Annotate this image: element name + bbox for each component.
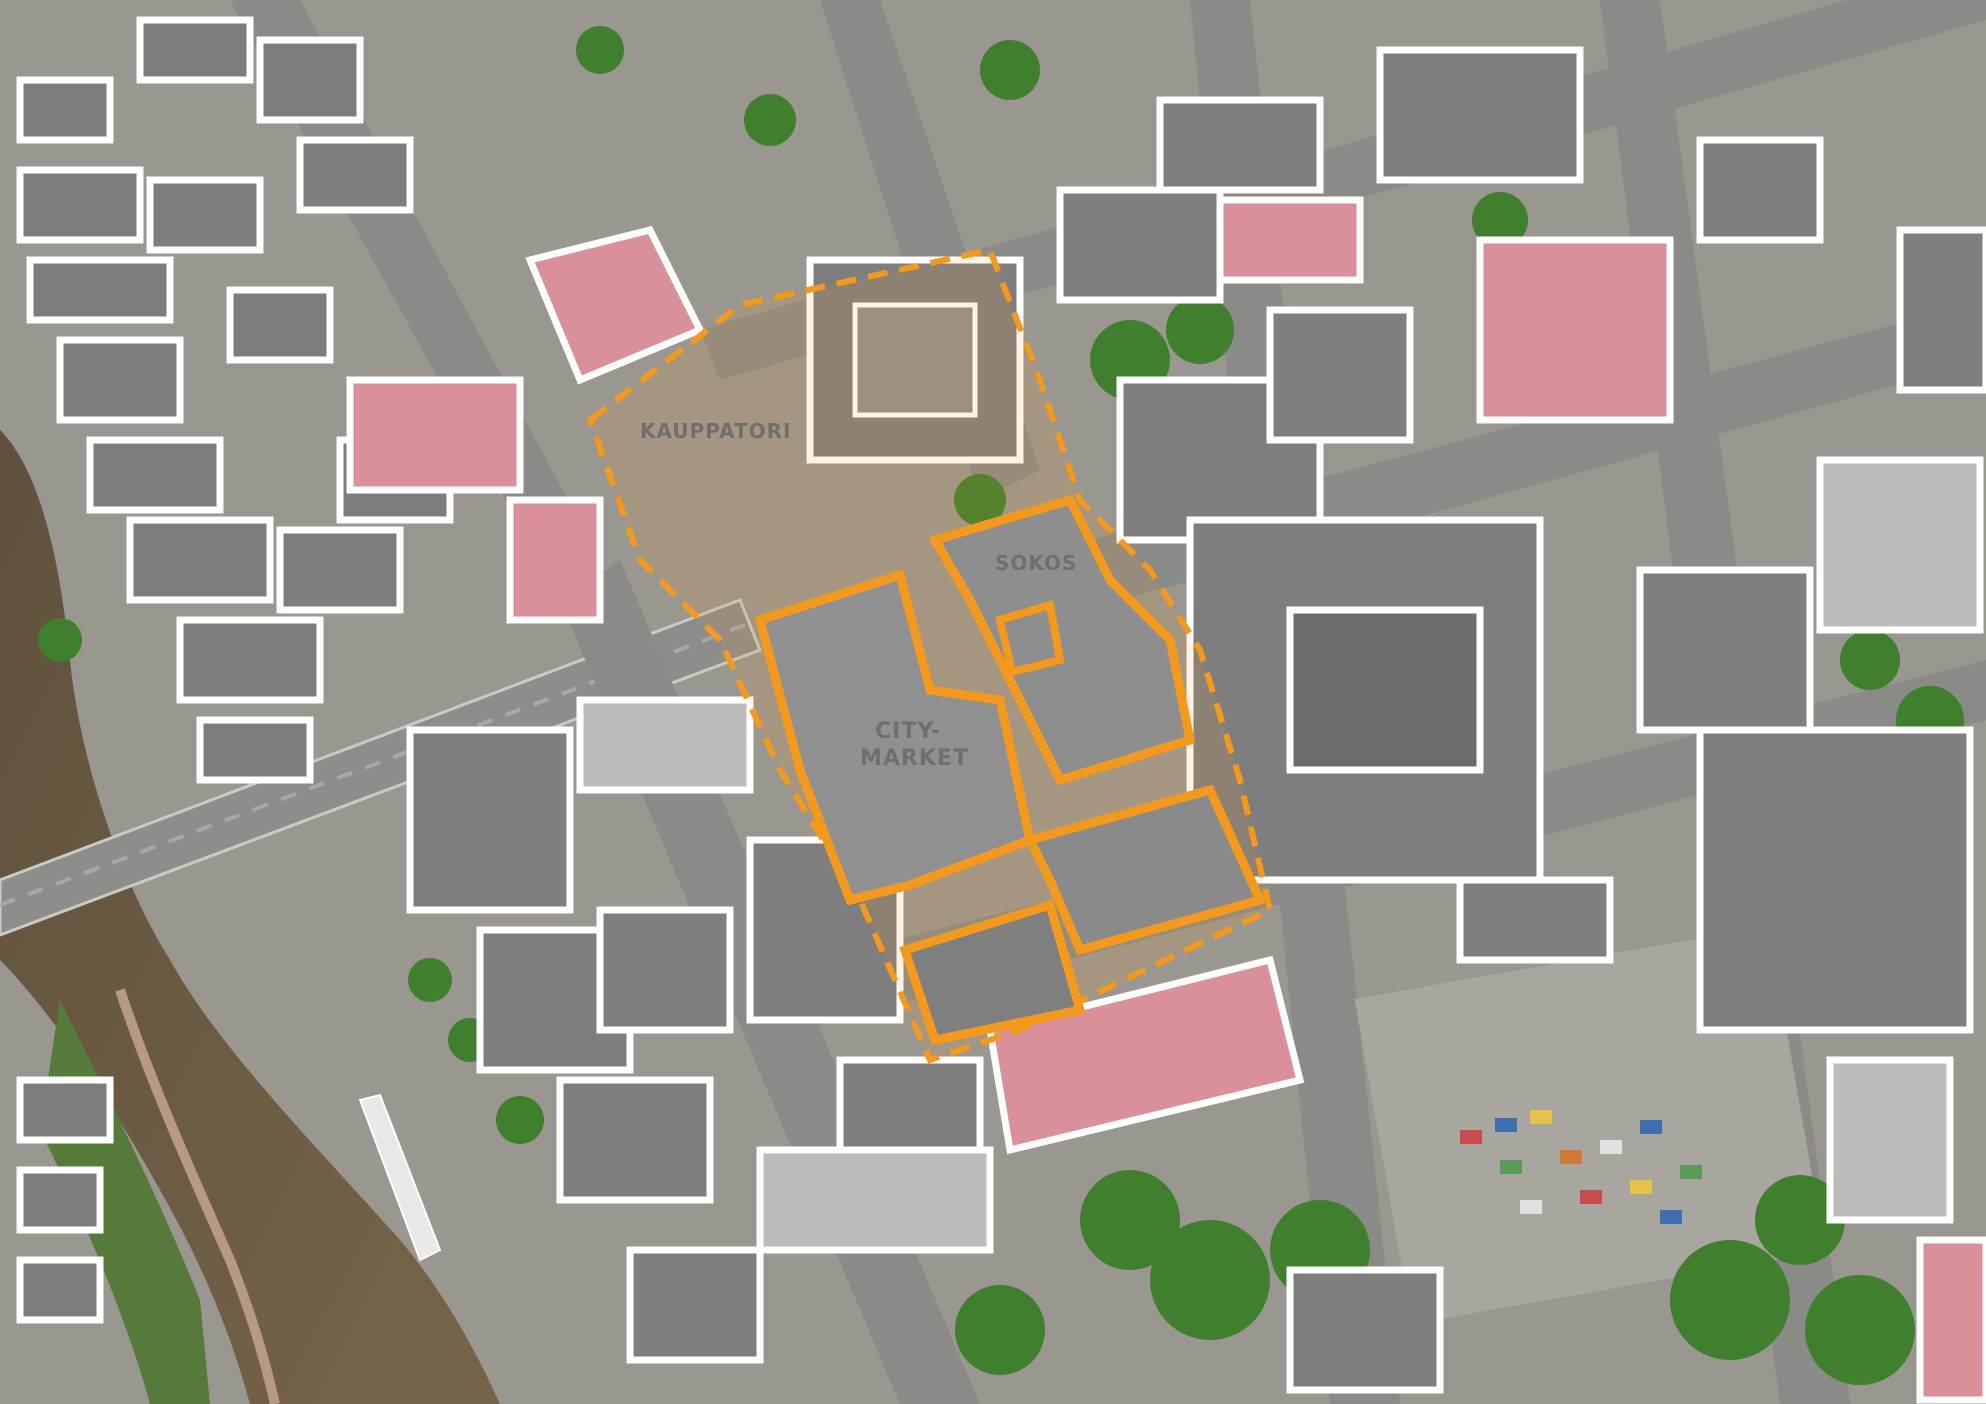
- label-citymarket-line2: MARKET: [860, 746, 969, 771]
- label-block-ne: SOKOS: [995, 551, 1077, 575]
- block-south-outline: [1023, 784, 1267, 956]
- moored-boat: [358, 1093, 442, 1262]
- river: [0, 430, 500, 1404]
- buildings-pink: [346, 196, 1986, 1404]
- buildings-central: [406, 46, 1986, 1394]
- bridge: [0, 598, 762, 937]
- block-small-outline: [995, 599, 1065, 677]
- market-stalls: [1460, 1110, 1702, 1224]
- label-north-zone: KAUPPATORI: [640, 419, 792, 443]
- riverside-path: [115, 988, 280, 1404]
- buildings-west: [16, 16, 454, 1324]
- courtyard: [852, 302, 978, 418]
- highlight-zone: [586, 246, 1274, 1064]
- block-ne-outline: [928, 494, 1196, 786]
- label-citymarket-line1: CITY-: [875, 719, 941, 744]
- block-sw-outline: [899, 899, 1086, 1046]
